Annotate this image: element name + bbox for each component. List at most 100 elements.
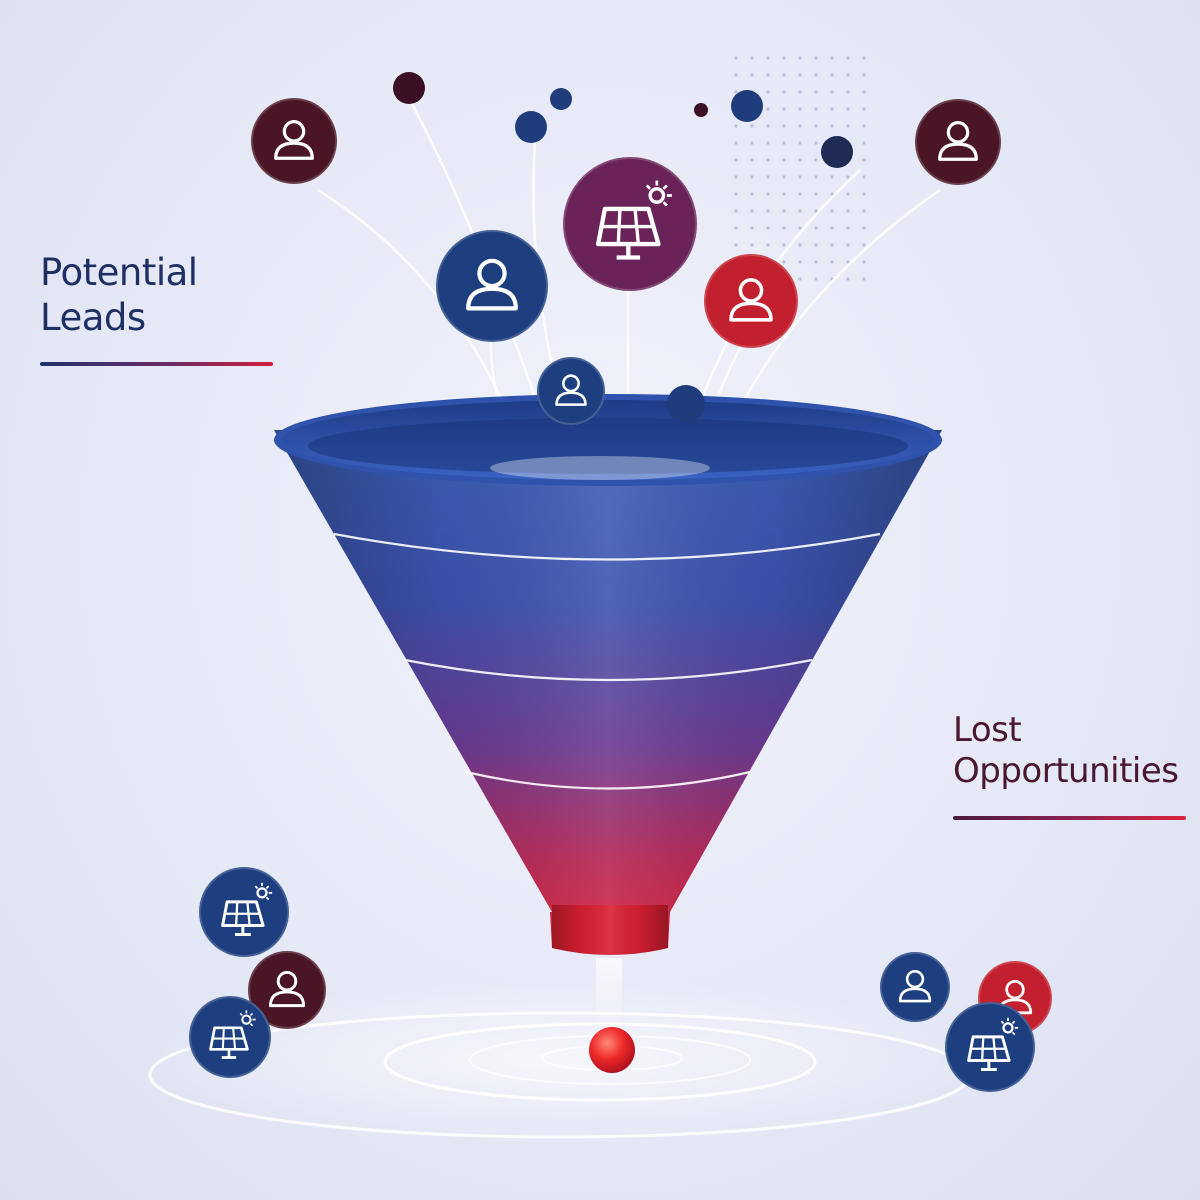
lost-opportunity-circle <box>945 1002 1035 1092</box>
lead-circle <box>537 357 605 425</box>
grid-dot <box>734 141 738 145</box>
grid-dot <box>782 209 786 213</box>
grid-dot <box>734 56 738 60</box>
output-beam <box>596 958 622 1028</box>
grid-dot <box>798 209 802 213</box>
grid-dot <box>734 175 738 179</box>
grid-dot <box>846 124 850 128</box>
grid-dot <box>798 56 802 60</box>
grid-dot <box>750 124 754 128</box>
grid-dot <box>782 141 786 145</box>
grid-dot <box>750 56 754 60</box>
lost-opportunity-circle <box>248 951 326 1029</box>
incoming-leads <box>251 98 1001 425</box>
grid-dot <box>766 243 770 247</box>
grid-dot <box>846 243 850 247</box>
grid-dot <box>750 243 754 247</box>
grid-dot <box>766 73 770 77</box>
grid-dot <box>862 73 866 77</box>
grid-dot <box>766 226 770 230</box>
lead-circle <box>436 230 548 342</box>
grid-dot <box>734 209 738 213</box>
grid-dot <box>734 158 738 162</box>
grid-dot <box>862 141 866 145</box>
grid-dot <box>782 73 786 77</box>
grid-dot <box>862 243 866 247</box>
grid-dot <box>814 124 818 128</box>
grid-dot <box>798 243 802 247</box>
grid-dot <box>846 90 850 94</box>
grid-dot <box>750 192 754 196</box>
grid-dot <box>814 56 818 60</box>
grid-dot <box>734 90 738 94</box>
grid-dot <box>734 226 738 230</box>
grid-dot <box>782 90 786 94</box>
lost-opportunities-left-group <box>189 867 326 1078</box>
grid-dot <box>782 260 786 264</box>
grid-dot <box>862 124 866 128</box>
grid-dot <box>862 56 866 60</box>
grid-dot <box>766 209 770 213</box>
grid-dot <box>830 124 834 128</box>
grid-dot <box>734 192 738 196</box>
particle-dots <box>393 72 853 423</box>
grid-dot <box>862 175 866 179</box>
grid-dot <box>846 56 850 60</box>
grid-dot <box>862 277 866 281</box>
grid-dot <box>766 124 770 128</box>
grid-dot <box>830 90 834 94</box>
grid-dot <box>846 260 850 264</box>
lead-circle <box>563 157 697 291</box>
dot-grid-decoration <box>734 56 866 281</box>
grid-dot <box>846 192 850 196</box>
grid-dot <box>766 192 770 196</box>
grid-dot <box>830 56 834 60</box>
grid-dot <box>782 158 786 162</box>
grid-dot <box>798 226 802 230</box>
grid-dot <box>814 141 818 145</box>
grid-dot <box>798 277 802 281</box>
grid-dot <box>798 260 802 264</box>
grid-dot <box>814 226 818 230</box>
grid-dot <box>782 107 786 111</box>
lost-opportunities-line-2: Opportunities <box>953 751 1179 792</box>
grid-dot <box>830 226 834 230</box>
grid-dot <box>814 107 818 111</box>
grid-dot <box>798 158 802 162</box>
grid-dot <box>830 107 834 111</box>
lost-opportunities-underline <box>953 816 1186 820</box>
grid-dot <box>862 90 866 94</box>
grid-dot <box>862 107 866 111</box>
grid-dot <box>862 260 866 264</box>
grid-dot <box>814 192 818 196</box>
potential-leads-line-2: Leads <box>40 296 146 340</box>
converted-lead-dot <box>589 1027 635 1073</box>
lead-circle <box>704 254 798 348</box>
lost-opportunities-label: Lost Opportunities <box>953 710 1179 793</box>
grid-dot <box>830 73 834 77</box>
grid-dot <box>782 124 786 128</box>
lost-opportunities-right-group <box>880 952 1052 1092</box>
lost-opportunity-circle <box>880 952 950 1022</box>
grid-dot <box>734 124 738 128</box>
grid-dot <box>814 277 818 281</box>
grid-dot <box>766 107 770 111</box>
lead-circle <box>915 99 1001 185</box>
grid-dot <box>830 192 834 196</box>
lost-opportunity-circle <box>189 996 271 1078</box>
grid-dot <box>814 243 818 247</box>
grid-dot <box>814 260 818 264</box>
grid-dot <box>798 124 802 128</box>
grid-dot <box>766 90 770 94</box>
grid-dot <box>830 243 834 247</box>
grid-dot <box>846 277 850 281</box>
grid-dot <box>830 209 834 213</box>
grid-dot <box>750 226 754 230</box>
sales-funnel <box>274 394 942 955</box>
grid-dot <box>846 226 850 230</box>
potential-leads-label: Potential Leads <box>40 250 198 340</box>
grid-dot <box>750 175 754 179</box>
grid-dot <box>766 158 770 162</box>
grid-dot <box>782 175 786 179</box>
